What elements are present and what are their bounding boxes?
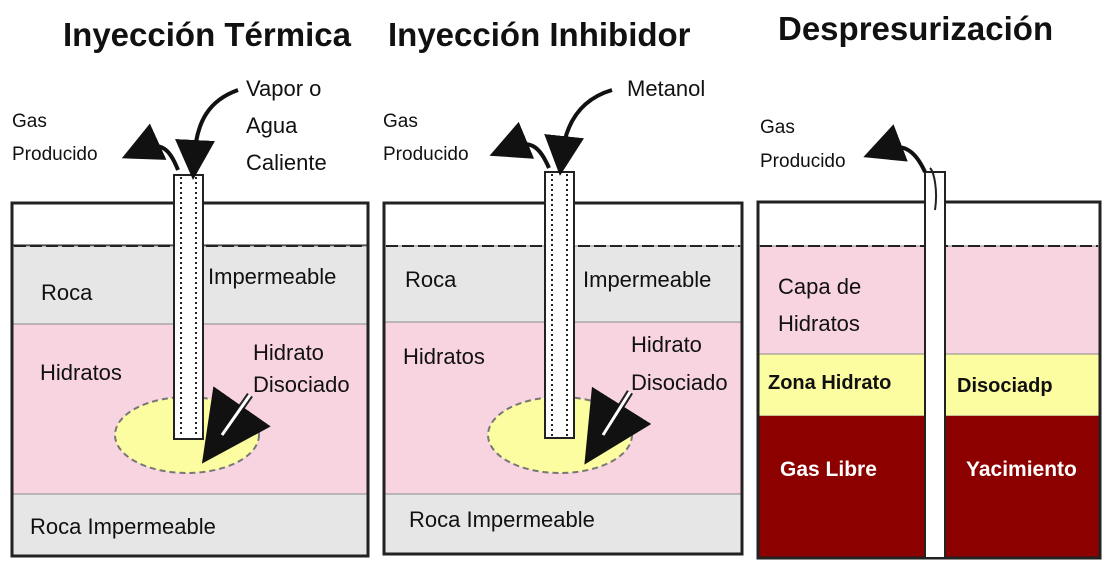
gas-label-line1: Gas: [760, 117, 795, 138]
hydrate-layer-label-line1: Capa de: [778, 274, 861, 299]
rock-top-left-label: Roca: [405, 267, 457, 292]
panel-title: Inyección Inhibidor: [388, 16, 691, 53]
dissociated-label-line2: Disociado: [631, 370, 728, 395]
injection-arrow: [175, 88, 239, 180]
gas-label-line2: Producido: [760, 151, 846, 172]
gas-label-line1: Gas: [383, 111, 418, 132]
panel-inhibitor-injection: Inyección Inhibidor Gas Producido Metano…: [382, 16, 744, 556]
zone-right-label: Disociadp: [957, 375, 1053, 397]
bottom-rock-layer: [383, 493, 743, 555]
panel-title: Inyección Térmica: [63, 16, 352, 53]
panel-depressurization: Despresurización Gas Producido Capa de H…: [756, 10, 1102, 560]
gas-out-arrow: [121, 123, 180, 171]
injection-arrow: [544, 88, 613, 176]
gas-free-label: Gas Libre: [780, 458, 877, 481]
injection-label-line1: Vapor o: [246, 76, 321, 101]
hydrates-label: Hidratos: [40, 360, 122, 385]
gas-label-line2: Producido: [383, 144, 469, 165]
dissociated-label-line1: Hidrato: [631, 332, 702, 357]
reservoir-label: Yacimiento: [966, 458, 1077, 481]
bottom-rock-layer: [11, 493, 369, 557]
hydrate-layer-label-line2: Hidratos: [778, 311, 860, 336]
gas-label-line1: Gas: [12, 111, 47, 132]
dissociation-arrow-inner: [220, 394, 252, 436]
injection-label-line2: Agua: [246, 113, 298, 138]
injection-well: [173, 174, 204, 440]
gas-out-arrow: [863, 124, 927, 173]
panel-title: Despresurización: [778, 10, 1053, 47]
rock-top-right-label: Impermeable: [208, 264, 336, 289]
hydrates-label: Hidratos: [403, 344, 485, 369]
injection-label: Metanol: [627, 76, 705, 101]
gas-out-arrow: [489, 121, 551, 169]
panel-thermal-injection: Inyección Térmica Gas Producido Vapor o …: [10, 16, 370, 558]
rock-bottom-label: Roca Impermeable: [30, 514, 216, 539]
zone-left-label: Zona Hidrato: [768, 372, 891, 394]
well-outlet: [929, 167, 938, 211]
gas-label-line2: Producido: [12, 144, 98, 165]
production-well: [924, 171, 946, 559]
injection-well: [544, 171, 575, 439]
rock-top-left-label: Roca: [41, 280, 93, 305]
rock-top-right-label: Impermeable: [583, 267, 711, 292]
injection-label-line3: Caliente: [246, 150, 327, 175]
dissociation-arrow-inner: [601, 391, 632, 436]
rock-bottom-label: Roca Impermeable: [409, 507, 595, 532]
dissociated-label-line2: Disociado: [253, 372, 350, 397]
dissociated-label-line1: Hidrato: [253, 340, 324, 365]
